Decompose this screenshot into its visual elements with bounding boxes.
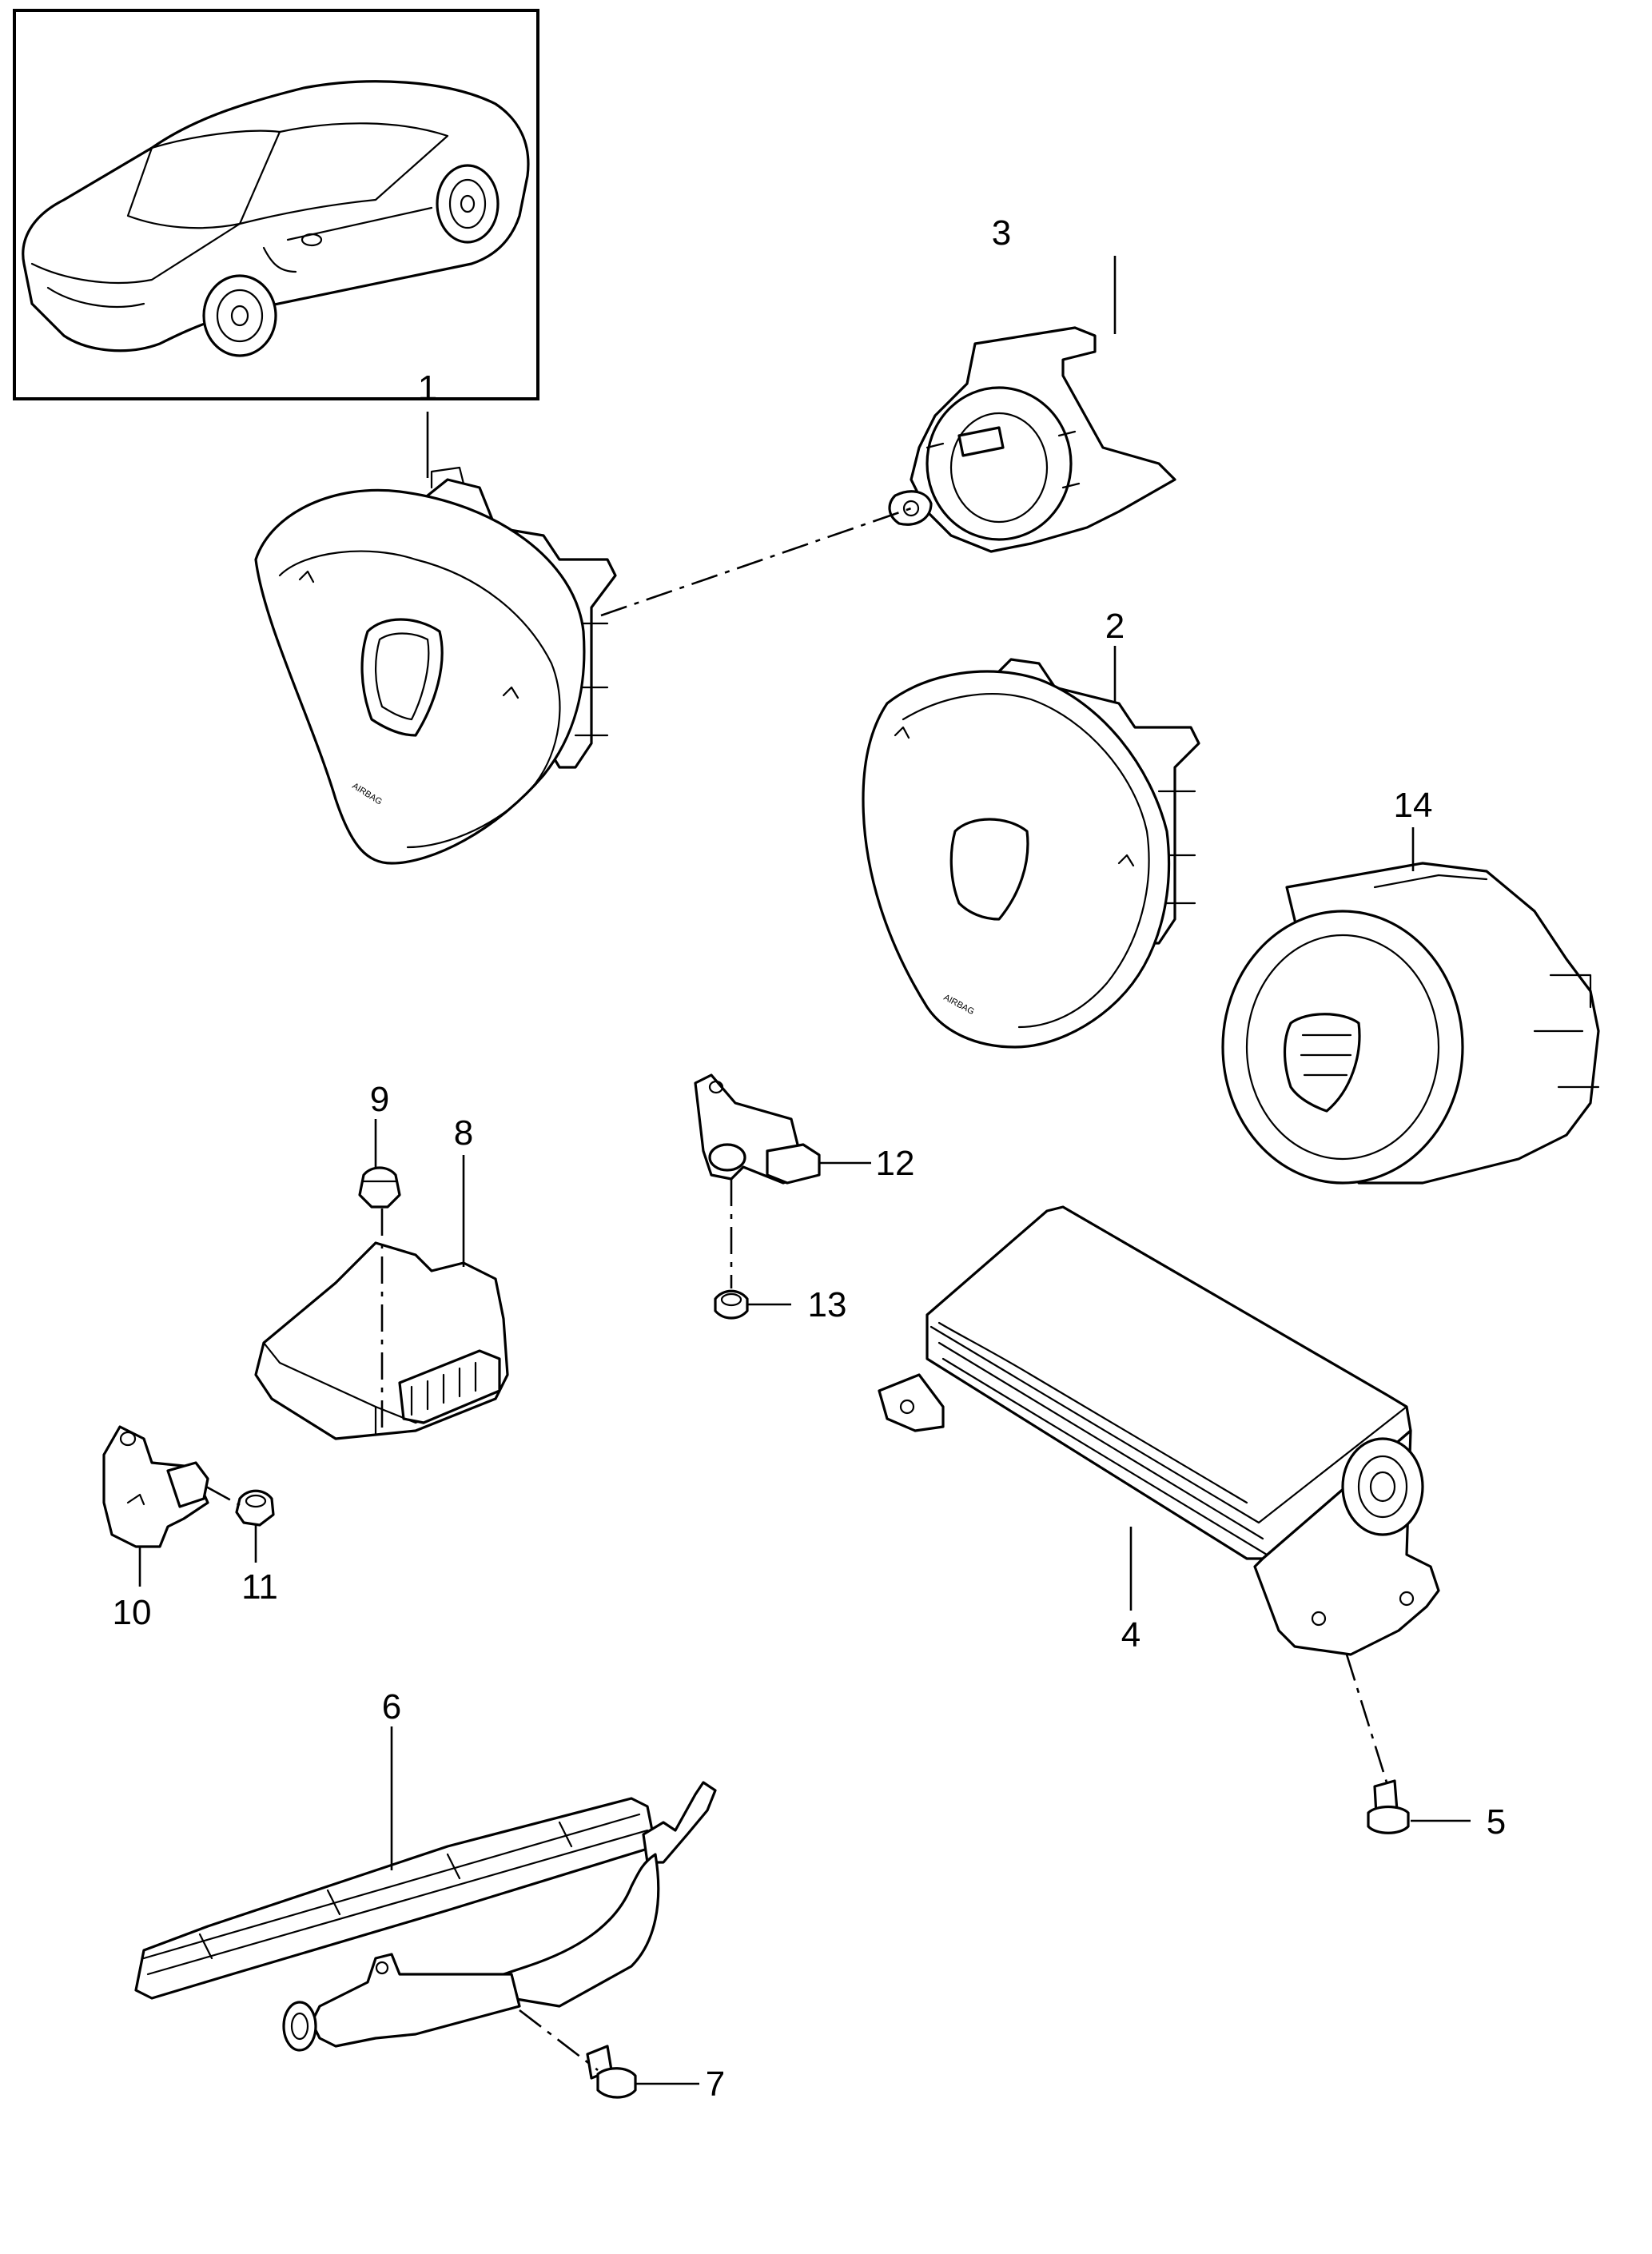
callout-6: 6 bbox=[382, 1687, 401, 1726]
callout-10: 10 bbox=[113, 1593, 152, 1632]
part-1-driver-airbag: AIRBAG bbox=[254, 466, 617, 865]
vehicle-inset bbox=[13, 9, 539, 400]
part-9-nut bbox=[358, 1166, 401, 1209]
callout-13: 13 bbox=[808, 1285, 847, 1324]
callout-labels: 1 2 3 4 5 6 7 8 9 10 11 12 13 14 bbox=[113, 213, 1507, 2104]
part-4-passenger-airbag bbox=[878, 1205, 1440, 1656]
part-5-screw bbox=[1367, 1779, 1410, 1834]
leader-lines bbox=[138, 256, 1471, 2085]
callout-7: 7 bbox=[706, 2065, 725, 2104]
assembly-lines bbox=[205, 507, 1388, 2072]
callout-1: 1 bbox=[418, 368, 437, 408]
callout-9: 9 bbox=[370, 1080, 389, 1119]
callout-12: 12 bbox=[876, 1144, 915, 1183]
part-6-curtain-airbag bbox=[134, 1781, 717, 2052]
part-7-screw bbox=[586, 2045, 637, 2099]
callout-8: 8 bbox=[454, 1113, 473, 1153]
part-14-round-airbag bbox=[1221, 862, 1600, 1185]
car-illustration bbox=[22, 80, 530, 357]
callout-4: 4 bbox=[1121, 1615, 1140, 1655]
callout-2: 2 bbox=[1105, 607, 1125, 646]
part-3-clock-spring bbox=[888, 326, 1176, 553]
callout-14: 14 bbox=[1394, 786, 1433, 825]
part-10-side-sensor bbox=[102, 1425, 209, 1548]
part-11-nut bbox=[235, 1489, 275, 1527]
callout-3: 3 bbox=[992, 213, 1011, 253]
callout-11: 11 bbox=[241, 1567, 278, 1607]
part-13-nut bbox=[714, 1289, 749, 1320]
part-12-sensor bbox=[694, 1073, 821, 1185]
part-2-airbag: AIRBAG bbox=[862, 658, 1200, 1049]
callout-5: 5 bbox=[1487, 1802, 1506, 1842]
